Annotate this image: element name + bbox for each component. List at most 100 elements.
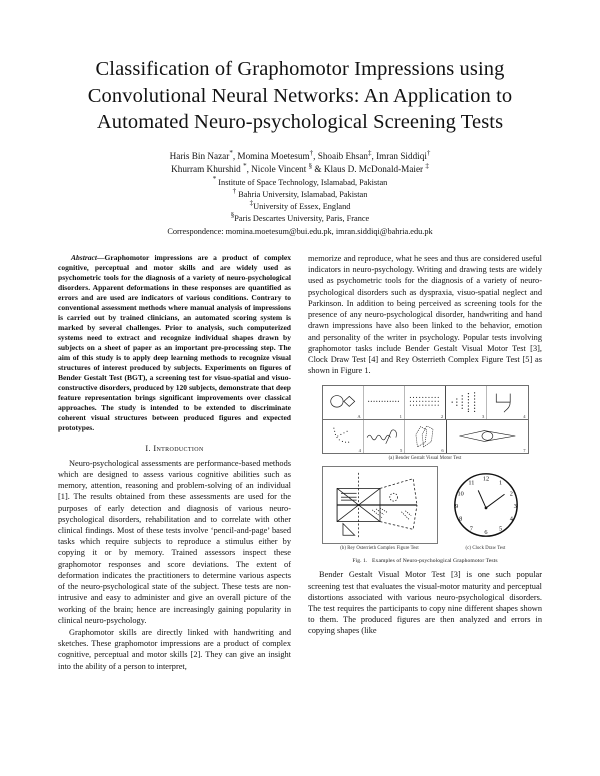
pointed-oval-icon <box>459 430 516 443</box>
dot-matrix-icon <box>409 397 439 407</box>
author-line-2: Khurram Khurshid *, Nicole Vincent § & K… <box>171 161 429 174</box>
bgt-cell-label: A <box>357 414 361 420</box>
page-title: Classification of Graphomotor Impression… <box>58 56 542 136</box>
paragraph: Bender Gestalt Visual Motor Test [3] is … <box>308 570 542 636</box>
bgt-cell-1: 1 <box>364 386 405 420</box>
clock-number: 1 <box>499 480 502 487</box>
author-affil-mark: § <box>308 161 313 170</box>
figure-subcaption-a: (a) Bender Gestalt Visual Motor Test <box>388 456 462 462</box>
arrow-wedge-icon <box>451 392 476 413</box>
section-heading-introduction: I. Introduction <box>58 444 291 453</box>
affiliation-item: §Paris Descartes University, Paris, Fran… <box>58 211 542 225</box>
dotted-arc-icon <box>332 428 349 444</box>
affil-mark: § <box>230 211 235 220</box>
clock-number: 4 <box>509 516 513 523</box>
bgt-shape-grid: A 1 <box>321 385 529 455</box>
bgt-cell-label: 5 <box>400 448 403 454</box>
open-square-curve-icon <box>496 393 511 413</box>
author-list: Haris Bin Nazar*, Momina Moetesum†, Shoa… <box>58 148 542 176</box>
affil-mark: * <box>212 175 217 184</box>
title-line-1: Classification of Graphomotor Impression… <box>95 58 505 80</box>
figure-bottom-row: (b) Rey Osterrieth Complex Figure Test 1… <box>308 466 542 551</box>
author-name: Momina Moetesum <box>237 150 310 161</box>
affil-text: Institute of Space Technology, Islamabad… <box>218 178 388 188</box>
clock-number: 3 <box>513 503 516 510</box>
bgt-cell-label: 2 <box>440 414 444 420</box>
affil-text: Bahria University, Islamabad, Pakistan <box>238 190 368 200</box>
figure-caption-label: Fig. 1. <box>352 558 368 565</box>
author-name: Khurram Khurshid <box>171 163 241 174</box>
affil-text: University of Essex, England <box>253 202 351 212</box>
clock-number: 5 <box>499 526 502 533</box>
figure-subcaption-c: (c) Clock Draw Test <box>465 546 506 552</box>
author-affil-mark: † <box>309 148 314 157</box>
author-affil-mark: ‡ <box>368 148 372 157</box>
section-number: I. <box>145 443 151 453</box>
bgt-cell-label: 3 <box>482 414 485 420</box>
abstract-dash: — <box>97 252 105 262</box>
abstract-paragraph: Abstract—Graphomotor impressions are a p… <box>58 253 291 433</box>
bgt-cell-label: 4 <box>523 414 526 420</box>
clock-number: 9 <box>455 503 458 510</box>
author-name: Imran Siddiqi <box>376 150 427 161</box>
title-line-3: Automated Neuro-psychological Screening … <box>96 111 504 134</box>
bgt-cell-4: 4 <box>487 386 527 419</box>
author-name: Shoaib Ehsan <box>317 150 368 161</box>
author-name: & Klaus D. McDonald-Maier <box>314 163 424 174</box>
author-name: Haris Bin Nazar <box>169 150 230 161</box>
abstract-label: Abstract <box>71 252 97 262</box>
bgt-grid-row: A 1 <box>322 386 528 421</box>
figure-subcaption-b: (b) Rey Osterrieth Complex Figure Test <box>340 546 419 552</box>
wave-curve-icon <box>366 429 397 445</box>
affiliation-list: * Institute of Space Technology, Islamab… <box>58 175 542 225</box>
affil-mark: ‡ <box>249 199 254 208</box>
author-affil-mark: * <box>243 161 247 170</box>
author-name: Nicole Vincent <box>251 163 307 174</box>
bgt-cell-3: 3 <box>446 386 488 420</box>
overlapping-hexagon-icon <box>415 425 434 448</box>
correspondence-line: Correspondence: momina.moetesum@bui.edu.… <box>167 226 433 236</box>
figure-caption: Fig. 1. Examples of Neuro-psychological … <box>308 558 542 564</box>
clock-number: 2 <box>509 491 512 498</box>
clock-number: 6 <box>484 530 487 537</box>
paragraph: Graphomotor skills are directly linked w… <box>58 627 291 671</box>
clock-number: 10 <box>457 491 463 498</box>
affiliation-item: ‡University of Essex, England <box>58 199 542 213</box>
clock-number: 11 <box>468 480 474 487</box>
bgt-cell-8: 7 <box>447 420 528 453</box>
clock-number: 8 <box>459 516 462 523</box>
bgt-cell-label: 6 <box>441 448 444 454</box>
rocf-panel <box>321 466 438 545</box>
title-line-2: Convolutional Neural Networks: An Applic… <box>87 84 513 107</box>
rocf-panel-wrap: (b) Rey Osterrieth Complex Figure Test <box>321 466 438 552</box>
bgt-cell-label: 7 <box>523 448 526 454</box>
clock-panel-wrap: 12 1 2 3 4 5 6 7 8 9 <box>442 466 529 552</box>
author-line-1: Haris Bin Nazar*, Momina Moetesum†, Shoa… <box>169 148 431 161</box>
bgt-cell-6: 5 <box>364 420 406 454</box>
bgt-cell-2: 2 <box>405 386 447 420</box>
affiliation-item: † Bahria University, Islamabad, Pakistan <box>58 188 542 201</box>
paragraph: Neuro-psychological assessments are perf… <box>58 458 291 625</box>
clock-draw-icon: 12 1 2 3 4 5 6 7 8 9 <box>453 473 518 538</box>
clock-number: 12 <box>482 476 488 483</box>
clock-panel: 12 1 2 3 4 5 6 7 8 9 <box>442 466 529 545</box>
bgt-cell-label: 4 <box>358 448 361 454</box>
bgt-cell-label: 1 <box>399 414 402 420</box>
bgt-cell-5: 4 <box>323 420 364 454</box>
dot-row-icon <box>367 401 399 403</box>
bgt-grid-row: 4 5 <box>323 420 528 454</box>
rey-osterrieth-figure-icon <box>336 473 417 538</box>
affil-text: Paris Descartes University, Paris, Franc… <box>234 214 370 224</box>
author-affil-mark: † <box>426 148 431 157</box>
section-title: Introduction <box>153 443 204 453</box>
abstract-text: Graphomotor impressions are a product of… <box>58 252 291 432</box>
figure-caption-text: Examples of Neuro-psychological Graphomo… <box>372 558 498 565</box>
bgt-cell-A: A <box>323 386 364 420</box>
circle-diamond-icon <box>329 395 355 408</box>
clock-number: 7 <box>469 526 472 533</box>
left-column: Abstract—Graphomotor impressions are a p… <box>58 253 291 672</box>
right-column: memorize and reproduce, what he sees and… <box>308 253 542 637</box>
author-affil-mark: * <box>229 148 233 157</box>
paragraph: memorize and reproduce, what he sees and… <box>308 253 542 376</box>
